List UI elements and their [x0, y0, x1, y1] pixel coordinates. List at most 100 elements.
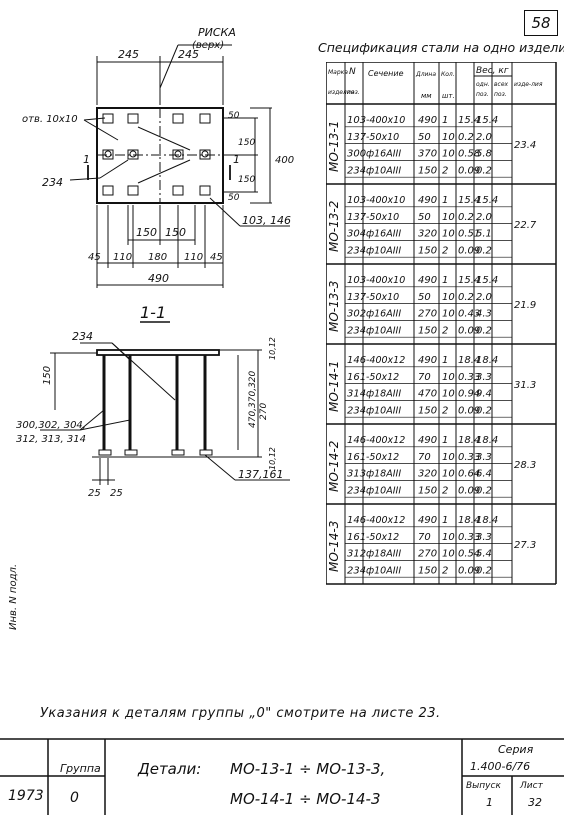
- title-block: 1973 Группа 0 Детали: МО-13-1 ÷ МО-13-3,…: [0, 738, 564, 815]
- spec-cell: -50x10: [366, 292, 399, 303]
- spec-cell: 320: [418, 229, 437, 240]
- spec-cell: 9.4: [476, 389, 492, 400]
- spec-cell: 1: [442, 435, 448, 446]
- spec-cell: 15.4: [458, 195, 480, 206]
- spec-cell: 0.51: [458, 229, 480, 240]
- spec-cell: 150: [418, 405, 437, 416]
- dim-245-left: 245: [118, 48, 139, 61]
- spec-cell: 2: [442, 325, 448, 336]
- spec-cell: 2: [442, 565, 448, 576]
- spec-cell: 2: [442, 485, 448, 496]
- spec-cell: 2.0: [476, 292, 492, 303]
- spec-cell: -400x12: [366, 355, 405, 366]
- spec-cell: 50: [418, 212, 431, 223]
- spec-cell: 1: [442, 275, 448, 286]
- header-length-unit: мм: [421, 92, 432, 100]
- spec-cell: 18.4: [476, 355, 498, 366]
- label-234-section: 234: [72, 330, 93, 343]
- header-w-all-sub: поз.: [494, 91, 507, 98]
- cut-mark-left: 1: [83, 153, 90, 166]
- label-234-plan: 234: [42, 176, 63, 189]
- section-title: 1-1: [140, 303, 166, 322]
- group-value: 0: [70, 790, 79, 806]
- series-label: Серия: [498, 743, 534, 756]
- header-length: Длина: [415, 71, 436, 78]
- rods-label-2: 312, 313, 314: [16, 434, 86, 445]
- spec-cell: 320: [418, 469, 437, 480]
- spec-cell: 50: [418, 292, 431, 303]
- dim-25-a: 25: [88, 488, 101, 499]
- leader-137-161: 137,161: [238, 468, 284, 481]
- dim-270: 270: [259, 403, 269, 420]
- group-product: МО-14-3: [327, 521, 341, 572]
- spec-cell: 490: [418, 115, 437, 126]
- note-text: Указания к деталям группы „0" смотрите н…: [40, 706, 441, 721]
- spec-cell: 0.33: [458, 532, 480, 543]
- spec-cell: 150: [418, 325, 437, 336]
- spec-cell: 4.3: [476, 309, 492, 320]
- spec-cell: 5.1: [476, 229, 492, 240]
- sheet-label: Лист: [519, 781, 544, 791]
- spec-cell: 103: [347, 195, 366, 206]
- spec-cell: 0.09: [458, 565, 480, 576]
- group-total: 31.3: [514, 380, 536, 391]
- spec-cell: 10: [442, 532, 455, 543]
- spec-cell: 10: [442, 132, 455, 143]
- spec-cell: 313: [347, 469, 366, 480]
- spec-cell: 137: [347, 132, 367, 143]
- spec-cell: 0.2: [458, 292, 474, 303]
- spec-cell: 0.2: [476, 165, 492, 176]
- header-product: Марка: [328, 69, 348, 76]
- dim-45-left: 45: [88, 252, 101, 263]
- spec-cell: 490: [418, 435, 437, 446]
- spec-cell: 18.4: [458, 435, 480, 446]
- spec-cell: -50x12: [366, 452, 399, 463]
- rods-label-1: 300,302, 304,: [16, 420, 86, 431]
- drawing: РИСКА (верх) 245 245 отв. 10x10 234 1 1 …: [16, 26, 294, 499]
- spec-cell: 234: [347, 245, 366, 256]
- spec-cell: 0.94: [458, 389, 480, 400]
- spec-cell: 300: [347, 149, 366, 160]
- spec-cell: 161: [347, 452, 366, 463]
- spec-cell: -400x10: [366, 195, 405, 206]
- spec-cell: 70: [418, 452, 431, 463]
- dim-110-a: 110: [113, 252, 132, 263]
- spec-cell: -400x10: [366, 275, 405, 286]
- spec-cell: 234: [347, 565, 366, 576]
- spec-cell: ф18АIII: [366, 549, 401, 560]
- group-product: МО-13-3: [327, 281, 341, 332]
- spec-cell: 2: [442, 165, 448, 176]
- spec-cell: -400x12: [366, 435, 405, 446]
- spec-cell: ф16АIII: [366, 309, 401, 320]
- sheet-value: 32: [528, 796, 542, 809]
- spec-cell: 0.2: [458, 212, 474, 223]
- spec-cell: 0.09: [458, 405, 480, 416]
- spec-cell: ф10АIII: [366, 405, 401, 416]
- spec-cell: 0.33: [458, 452, 480, 463]
- spec-cell: 0.09: [458, 485, 480, 496]
- spec-cell: 18.4: [476, 515, 498, 526]
- spec-cell: 234: [347, 485, 366, 496]
- spec-cell: 0.43: [458, 309, 480, 320]
- spec-cell: 234: [347, 405, 366, 416]
- spec-cell: 10: [442, 372, 455, 383]
- details-label: Детали:: [137, 760, 201, 778]
- cut-mark-right: 1: [233, 153, 240, 166]
- header-pos: N: [349, 67, 356, 77]
- header-w-one: одн.: [476, 81, 490, 88]
- spec-cell: 490: [418, 195, 437, 206]
- spec-cell: 150: [418, 245, 437, 256]
- spec-cell: -400x12: [366, 515, 405, 526]
- section-plate: [96, 349, 220, 356]
- group-total: 22.7: [514, 220, 537, 231]
- spec-cell: 15.4: [476, 115, 498, 126]
- dim-25-b: 25: [110, 488, 123, 499]
- spec-cell: 0.09: [458, 165, 480, 176]
- spec-cell: 0.09: [458, 245, 480, 256]
- spec-cell: 10: [442, 469, 455, 480]
- spec-cell: 1: [442, 115, 448, 126]
- group-total: 27.3: [514, 540, 536, 551]
- spec-cell: 18.4: [458, 515, 480, 526]
- spec-cell: 15.4: [476, 195, 498, 206]
- spec-cell: 0.58: [458, 149, 480, 160]
